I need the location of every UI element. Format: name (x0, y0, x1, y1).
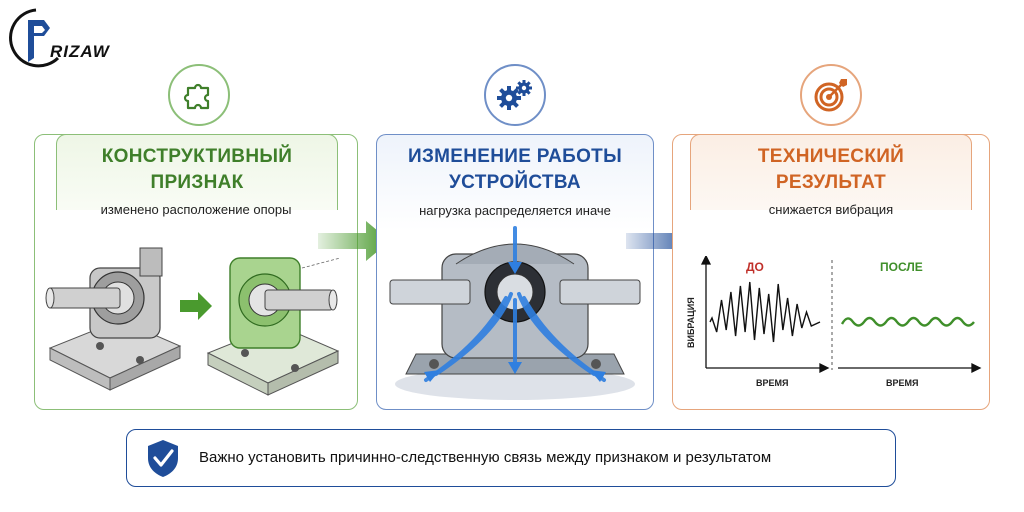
gears-icon (497, 80, 532, 110)
card-title-line1: ИЗМЕНЕНИЕ РАБОТЫ (408, 146, 622, 167)
puzzle-icon (183, 83, 210, 110)
card-subtitle: нагрузка распределяется иначе (419, 203, 611, 218)
load-distribution-illustration (389, 226, 641, 400)
card-design-feature-header: КОНСТРУКТИВНЫЙ ПРИЗНАК (56, 134, 338, 210)
bearing-illustration-before-after (45, 247, 341, 396)
arrow-right-green-icon (318, 221, 390, 261)
chart-xlabel-before: ВРЕМЯ (756, 378, 789, 388)
card-technical-result-header: ТЕХНИЧЕСКИЙ РЕЗУЛЬТАТ (690, 134, 972, 210)
card-title-line2: УСТРОЙСТВА (449, 172, 581, 193)
x-axis-before-arrow (819, 362, 830, 374)
brand-logo: RIZAW (6, 6, 146, 78)
key-message-banner: Важно установить причинно-следственную с… (126, 429, 896, 487)
chart-xlabel-after: ВРЕМЯ (886, 378, 919, 388)
gears-icon-circle (484, 64, 546, 126)
target-icon (814, 79, 847, 112)
chart-before-label: ДО (746, 260, 764, 274)
arrow-right-icon (180, 292, 212, 320)
shield-check-icon (148, 440, 178, 477)
vibration-before-line (709, 281, 821, 343)
bearing-after-icon (206, 257, 341, 396)
card-title-line1: КОНСТРУКТИВНЫЙ (101, 146, 293, 167)
card-title-line2: ПРИЗНАК (150, 172, 244, 193)
vibration-chart (700, 256, 982, 374)
bearing-before-icon (45, 247, 182, 391)
y-axis-arrow (700, 256, 712, 265)
logo-mark-icon (9, 8, 60, 68)
card-subtitle: изменено расположение опоры (100, 202, 292, 217)
target-icon-circle (800, 64, 862, 126)
logo-text: RIZAW (50, 42, 110, 61)
banner-text: Важно установить причинно-следственную с… (199, 449, 772, 466)
vibration-after-line (840, 316, 975, 327)
card-title-line2: РЕЗУЛЬТАТ (775, 172, 887, 193)
chart-after-label: ПОСЛЕ (880, 260, 923, 274)
card-title-line1: ТЕХНИЧЕСКИЙ (757, 146, 905, 167)
x-axis-after-arrow (971, 362, 982, 374)
card-subtitle: снижается вибрация (768, 202, 894, 217)
puzzle-icon-circle (168, 64, 230, 126)
